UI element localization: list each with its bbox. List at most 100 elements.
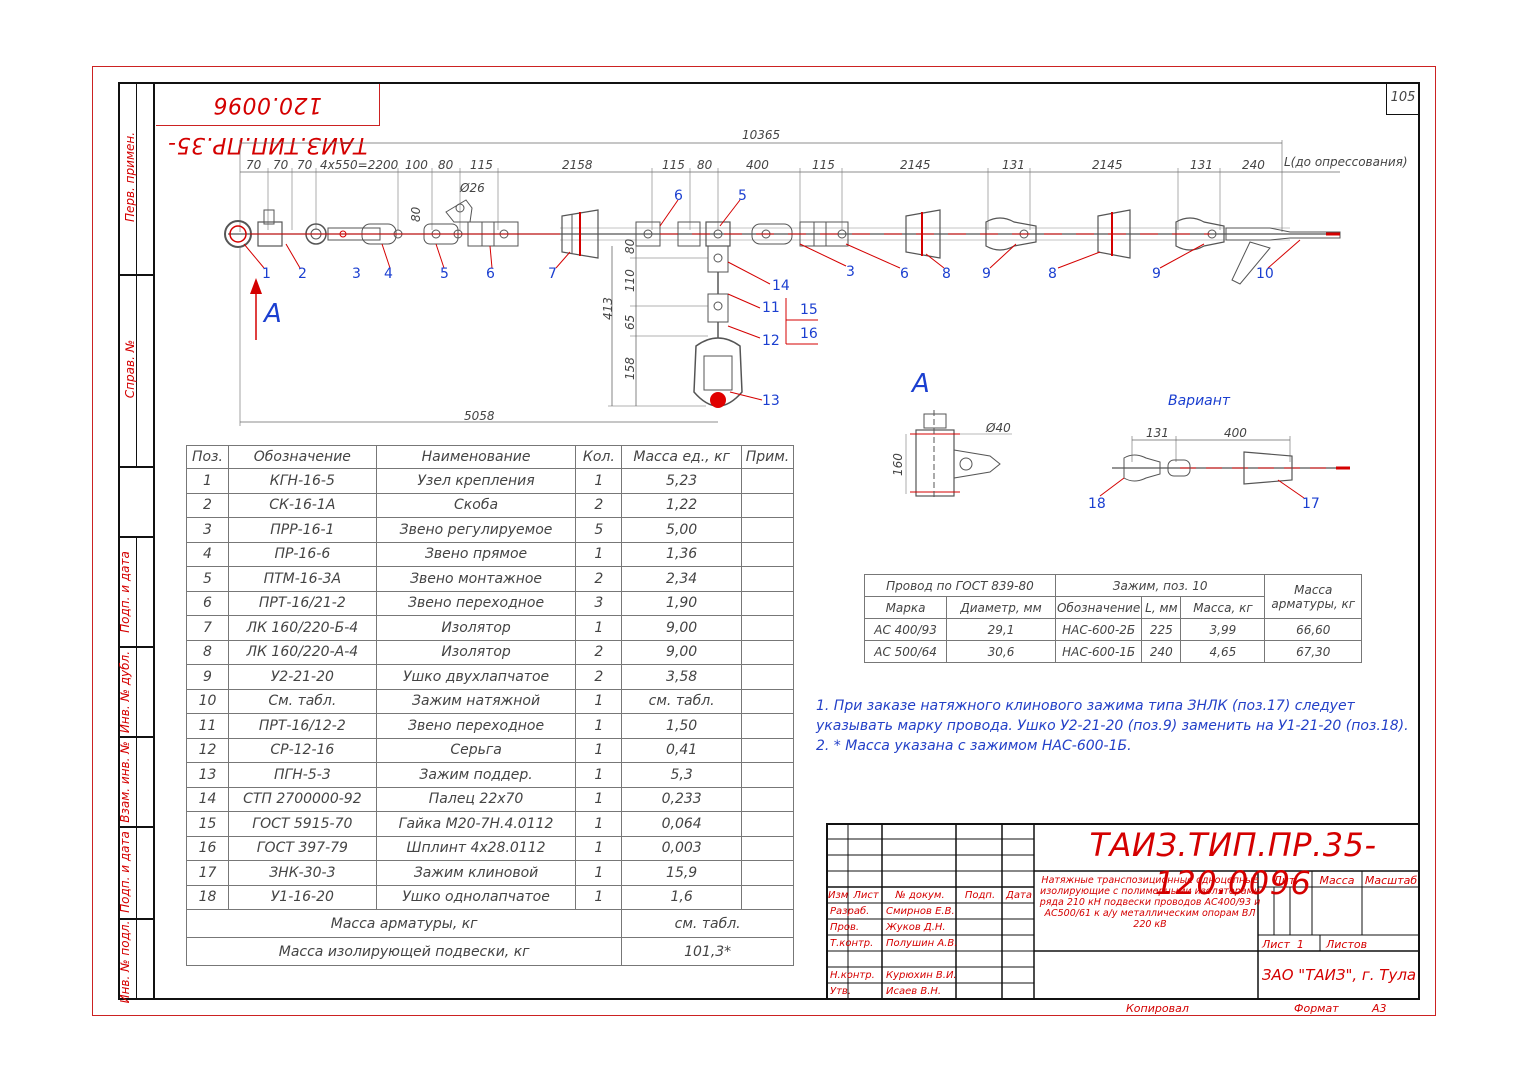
table-cell: 15,9	[621, 860, 742, 886]
table-cell: См. табл.	[227, 688, 377, 714]
table-cell: 1	[575, 737, 623, 763]
footer-value: см. табл.	[621, 909, 794, 938]
table-cell: 5	[186, 566, 229, 592]
title-block-grid	[826, 823, 1420, 1000]
dim-115a: 115	[470, 158, 493, 172]
spec-header: Наименование	[375, 445, 577, 469]
note-line: 2. * Масса указана с зажимом НАС-600-1Б.	[816, 738, 1132, 754]
table-cell: 15	[186, 811, 229, 837]
variant-dim-400: 400	[1224, 426, 1247, 440]
dim-total: 10365	[742, 128, 780, 142]
tb-copied: Копировал	[1126, 1002, 1189, 1015]
dim-240: 240	[1242, 158, 1265, 172]
callout-7: 7	[548, 266, 557, 282]
table-cell: 9	[186, 664, 229, 690]
table-cell: 16	[186, 835, 229, 861]
note-line: указывать марку провода. Ушко У2-21-20 (…	[816, 718, 1409, 734]
view-a-diameter: Ø40	[985, 421, 1011, 435]
table-cell: АС 500/64	[863, 640, 948, 663]
table-cell: 2	[575, 566, 623, 592]
dim-131b: 131	[1190, 158, 1213, 172]
table-cell: 9,00	[621, 639, 742, 665]
table-cell: 1	[575, 541, 623, 567]
dim-131a: 131	[1002, 158, 1025, 172]
spec-footer-row: Масса изолирующей подвески, кг 101,3*	[185, 937, 794, 966]
view-a-height: 160	[891, 453, 905, 476]
outer-frame	[92, 66, 1436, 1016]
callout-10: 10	[1256, 266, 1274, 282]
table-cell: Звено прямое	[375, 541, 577, 567]
table-cell	[740, 517, 795, 543]
table-cell: 2	[575, 492, 623, 518]
table-cell: 3	[186, 517, 229, 543]
wire-subheader: Диаметр, мм	[946, 596, 1056, 619]
wire-table: Провод по ГОСТ 839-80 Зажим, поз. 10 Мас…	[863, 574, 1362, 663]
callout-3a: 3	[352, 266, 361, 282]
tb-role: Разраб.	[830, 906, 870, 917]
table-cell: У1-16-20	[227, 884, 377, 910]
dim-70c: 70	[297, 158, 313, 172]
table-cell: Гайка М20-7Н.4.0112	[375, 811, 577, 837]
table-cell	[740, 786, 795, 812]
callout-8a: 8	[942, 266, 951, 282]
variant-callout-17: 17	[1302, 496, 1320, 512]
dim-d26: Ø26	[459, 181, 485, 195]
table-cell: ПГН-5-3	[227, 762, 377, 788]
callout-6b: 6	[674, 188, 683, 204]
table-cell: ПР-16-6	[227, 541, 377, 567]
callout-5a: 5	[440, 266, 449, 282]
table-cell	[740, 639, 795, 665]
table-cell	[740, 884, 795, 910]
table-cell: 4	[186, 541, 229, 567]
tb-format-label: Формат	[1294, 1002, 1339, 1015]
table-cell	[740, 468, 795, 494]
tb-col-doc: № докум.	[895, 890, 945, 901]
table-cell	[740, 492, 795, 518]
table-cell: Изолятор	[375, 615, 577, 641]
dim-110: 110	[623, 269, 637, 292]
table-cell: см. табл.	[621, 688, 742, 714]
view-arrow-label: А	[262, 299, 282, 329]
table-cell: 1,36	[621, 541, 742, 567]
tb-lit: Лит.	[1273, 874, 1299, 887]
view-a-label: А	[910, 369, 930, 399]
wire-subheader: Обозначение	[1054, 596, 1143, 619]
table-cell: Зажим натяжной	[375, 688, 577, 714]
table-cell: 5,3	[621, 762, 742, 788]
table-cell: 66,60	[1264, 618, 1362, 641]
spec-header: Прим.	[740, 445, 795, 469]
callout-3b: 3	[846, 264, 855, 280]
spec-header: Поз.	[186, 445, 229, 469]
footer-value: 101,3*	[621, 937, 794, 966]
table-cell: 11	[186, 713, 229, 739]
table-cell: 3,58	[621, 664, 742, 690]
table-cell: 1	[186, 468, 229, 494]
wire-group-header: Зажим, поз. 10	[1054, 574, 1266, 597]
tb-role: Т.контр.	[830, 938, 874, 949]
table-cell: 1,6	[621, 884, 742, 910]
table-cell: СР-12-16	[227, 737, 377, 763]
callout-2: 2	[298, 266, 307, 282]
table-cell: Ушко однолапчатое	[375, 884, 577, 910]
doc-number: ТАИЗ.ТИП.ПР.35-120.0096	[1089, 826, 1377, 902]
tb-sheet-label: Лист	[1262, 938, 1290, 951]
dim-65: 65	[623, 315, 637, 330]
callout-15: 15	[800, 302, 818, 318]
table-cell: 12	[186, 737, 229, 763]
callout-13: 13	[762, 393, 780, 409]
table-cell: 1,90	[621, 590, 742, 616]
tb-col-izm: Изм	[828, 890, 849, 901]
table-cell: 6	[186, 590, 229, 616]
table-cell: ПТМ-16-3А	[227, 566, 377, 592]
strip-inner-line	[136, 82, 137, 466]
spec-header: Кол.	[575, 445, 623, 469]
